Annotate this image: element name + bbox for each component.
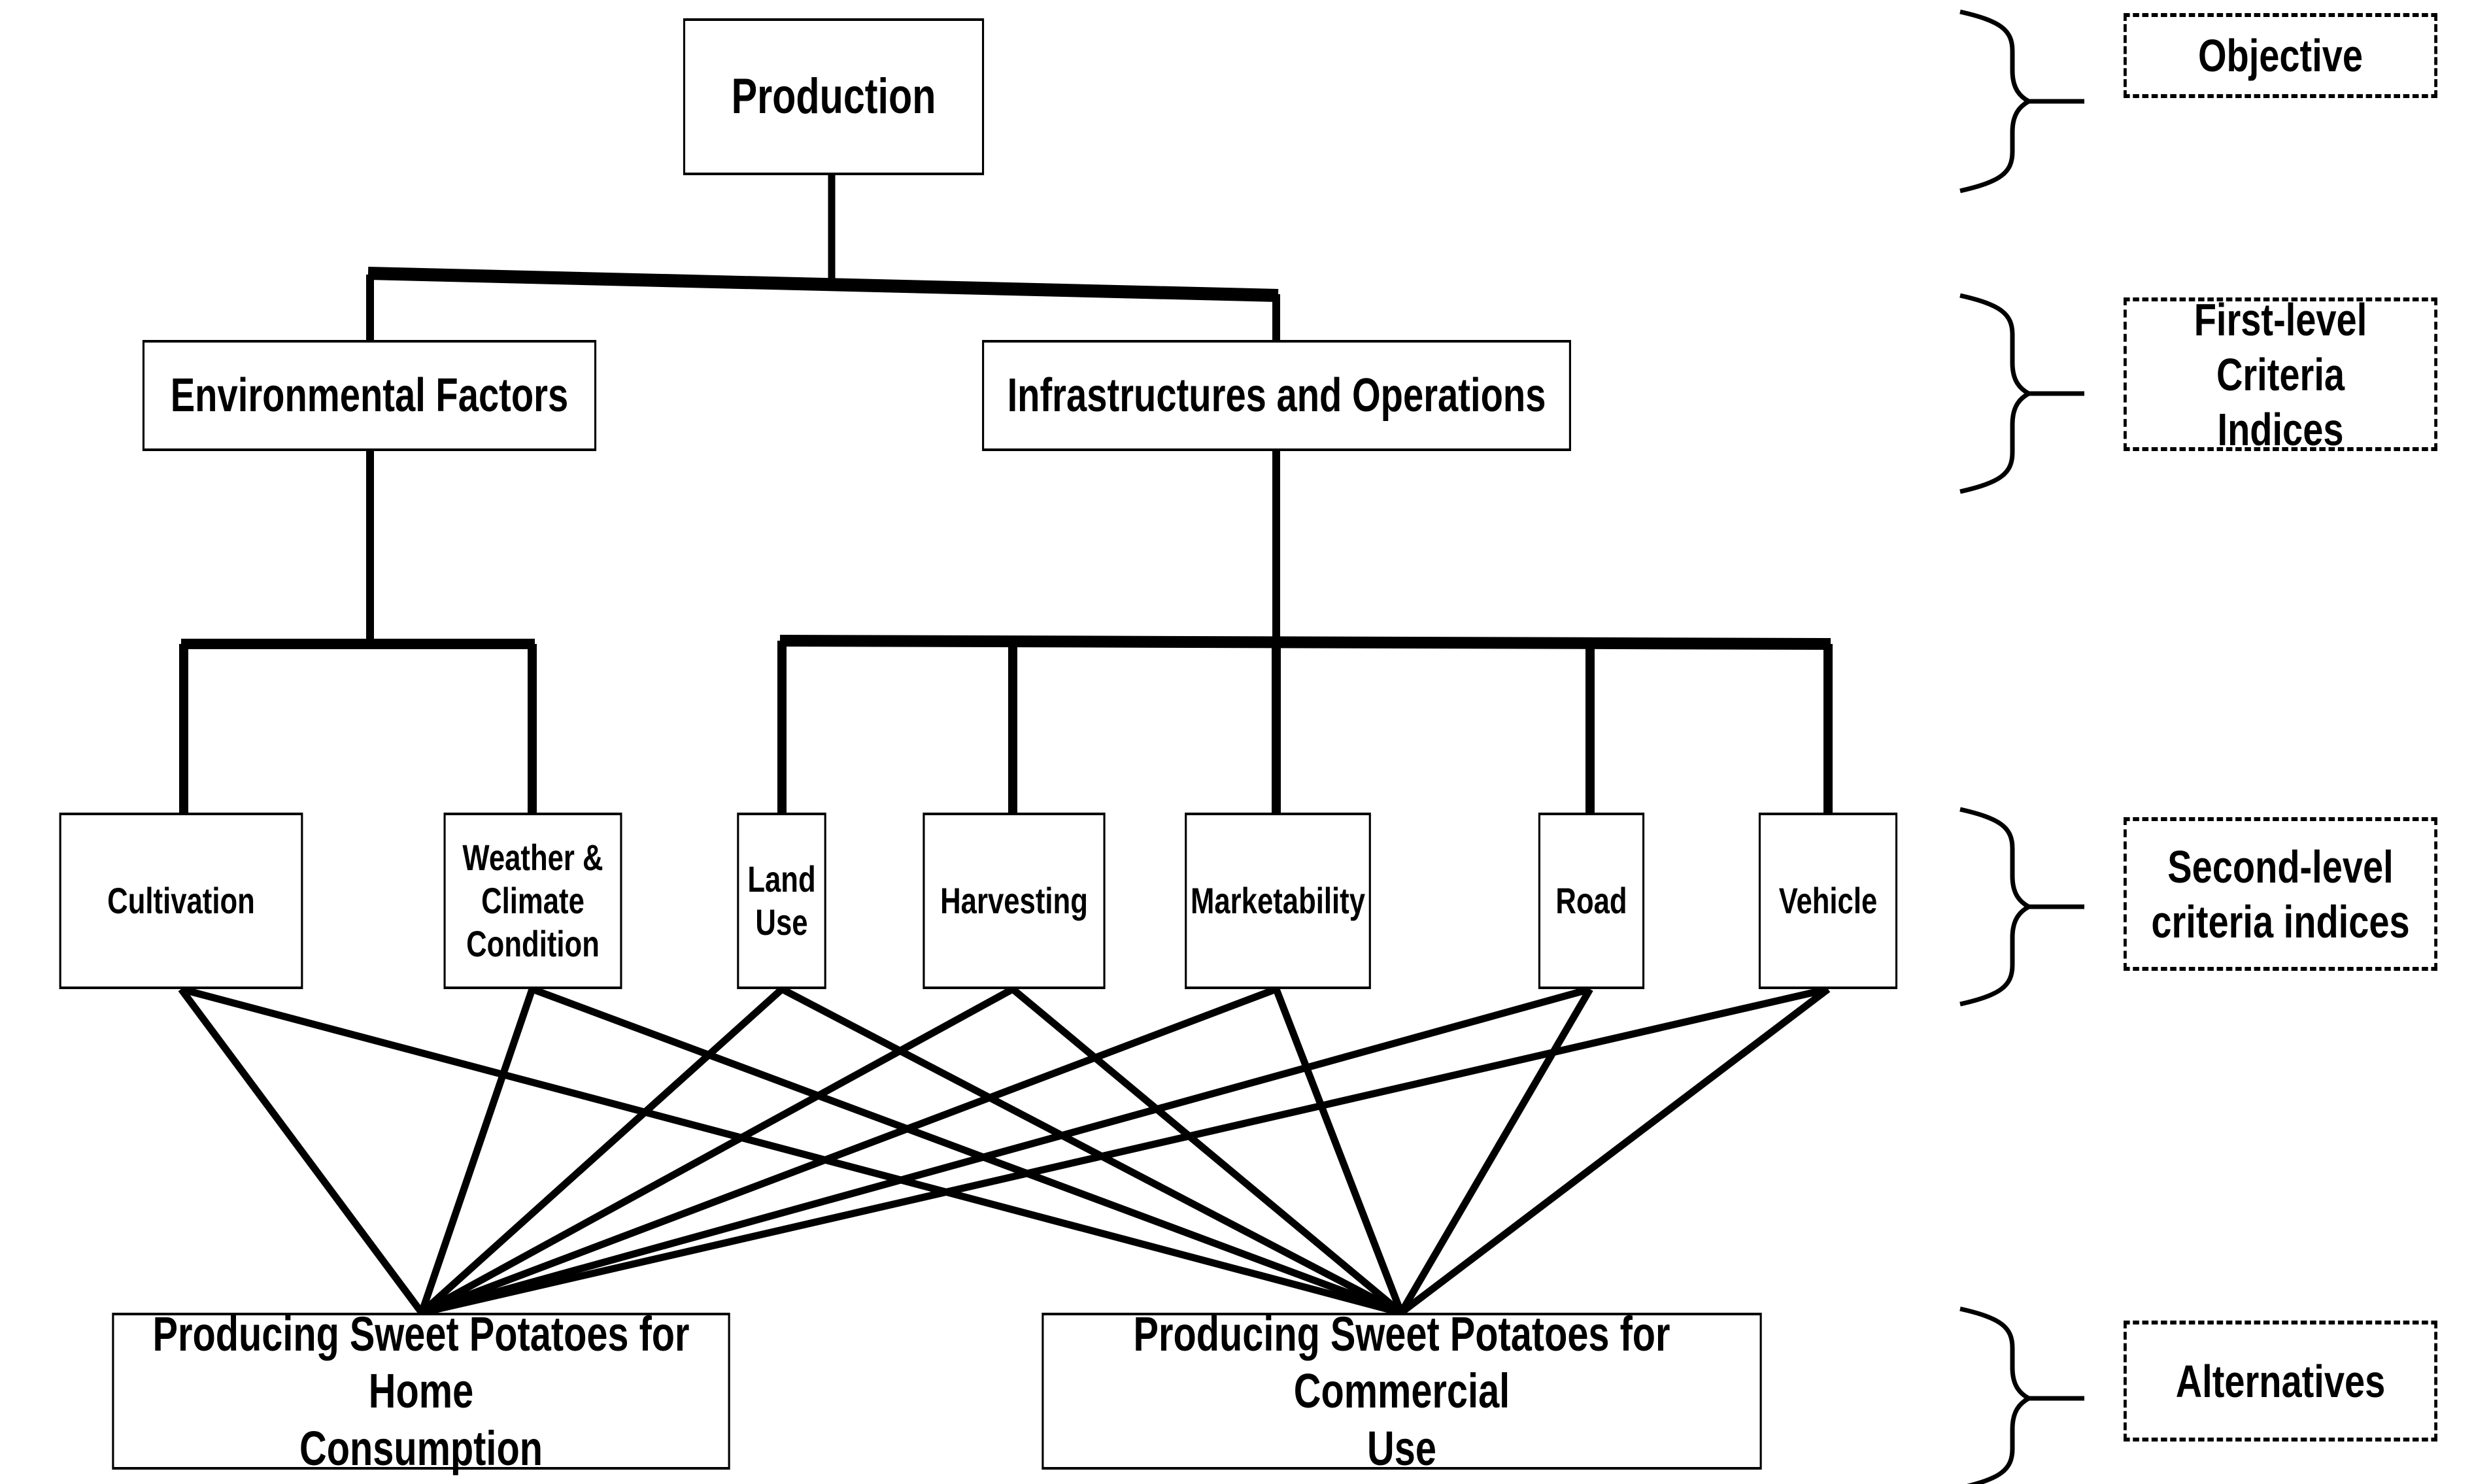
legend-braces bbox=[1959, 9, 2084, 1484]
node-weather-climate-condition[interactable]: Weather & Climate Condition bbox=[443, 813, 622, 989]
node-cultivation[interactable]: Cultivation bbox=[59, 813, 303, 989]
node-alternative-home-consumption[interactable]: Producing Sweet Potatoes for Home Consum… bbox=[112, 1307, 730, 1476]
brace-first-level bbox=[1959, 293, 2084, 494]
node-environmental-factors[interactable]: Environmental Factors bbox=[142, 340, 597, 451]
node-road[interactable]: Road bbox=[1538, 813, 1645, 989]
legend-objective: Objective bbox=[2124, 13, 2437, 98]
legend-first-level-criteria-indices: First-level Criteria Indices bbox=[2124, 294, 2437, 455]
node-production[interactable]: Production bbox=[683, 18, 985, 175]
brace-second-level bbox=[1959, 807, 2084, 1007]
objective-to-level1-connectors bbox=[366, 175, 1280, 340]
brace-objective bbox=[1959, 9, 2084, 194]
legend-second-level-criteria-indices: Second-level criteria indices bbox=[2124, 817, 2437, 971]
node-vehicle[interactable]: Vehicle bbox=[1758, 813, 1898, 989]
node-marketability[interactable]: Marketability bbox=[1185, 813, 1371, 989]
node-land-use[interactable]: Land Use bbox=[737, 813, 826, 989]
legend-alternatives: Alternatives bbox=[2124, 1321, 2437, 1442]
infra-to-children-connectors bbox=[777, 451, 1833, 813]
env-to-children-connectors bbox=[179, 451, 537, 813]
node-harvesting[interactable]: Harvesting bbox=[923, 813, 1106, 989]
node-infrastructures-and-operations[interactable]: Infrastructures and Operations bbox=[982, 340, 1571, 451]
node-alternative-commercial-use[interactable]: Producing Sweet Potatoes for Commercial … bbox=[1042, 1307, 1762, 1476]
criteria-to-alternatives-connectors bbox=[178, 985, 1831, 1317]
brace-alternatives bbox=[1959, 1306, 2084, 1484]
